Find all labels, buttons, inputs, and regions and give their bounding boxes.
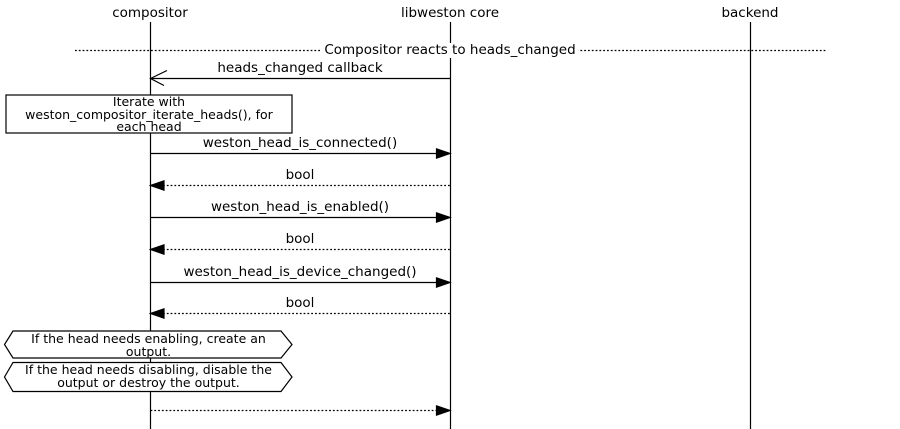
message-label-heads-changed: heads_changed callback — [217, 60, 383, 76]
open-arrowhead-left-icon — [149, 69, 168, 87]
note-iterate-heads: Iterate with weston_compositor_iterate_h… — [6, 94, 292, 135]
message-label-is-connected: weston_head_is_connected() — [202, 135, 398, 151]
filled-arrowhead-left-icon — [148, 243, 165, 256]
hexagon-note-box-enabling — [3, 330, 293, 359]
note-disabling: If the head needs disabling, disable the… — [5, 362, 292, 390]
filled-arrowhead-right-icon — [435, 147, 452, 160]
filled-arrowhead-right-icon — [435, 276, 452, 289]
message-label-bool-1: bool — [285, 167, 315, 183]
message-label-bool-3: bool — [285, 295, 315, 311]
note-line: output. — [125, 343, 172, 359]
message-label-is-device-changed: weston_head_is_device_changed() — [183, 264, 417, 280]
participant-label-compositor: compositor — [112, 5, 188, 21]
note-line: If the head needs enabling, create an — [31, 331, 266, 346]
filled-arrowhead-left-icon — [148, 307, 165, 320]
divider-label: Compositor reacts to heads_changed — [321, 43, 579, 58]
filled-arrowhead-right-icon — [435, 211, 452, 224]
hexagon-note-box-disabling — [3, 361, 293, 393]
note-line: output or destroy the output. — [57, 374, 240, 390]
participant-label-backend: backend — [721, 5, 779, 21]
note-box-iterate — [5, 94, 293, 134]
note-line: Iterate with — [112, 94, 186, 109]
message-label-bool-2: bool — [285, 231, 315, 247]
note-line: weston_compositor_iterate_heads(), for — [25, 106, 273, 122]
participant-label-libweston-core: libweston core — [400, 5, 500, 21]
message-label-is-enabled: weston_head_is_enabled() — [210, 199, 390, 215]
note-line: If the head needs disabling, disable the — [25, 362, 272, 377]
note-enabling: If the head needs enabling, create an ou… — [5, 331, 292, 359]
filled-arrowhead-left-icon — [148, 179, 165, 192]
filled-arrowhead-right-icon — [435, 404, 452, 417]
note-line: each head — [116, 119, 182, 135]
